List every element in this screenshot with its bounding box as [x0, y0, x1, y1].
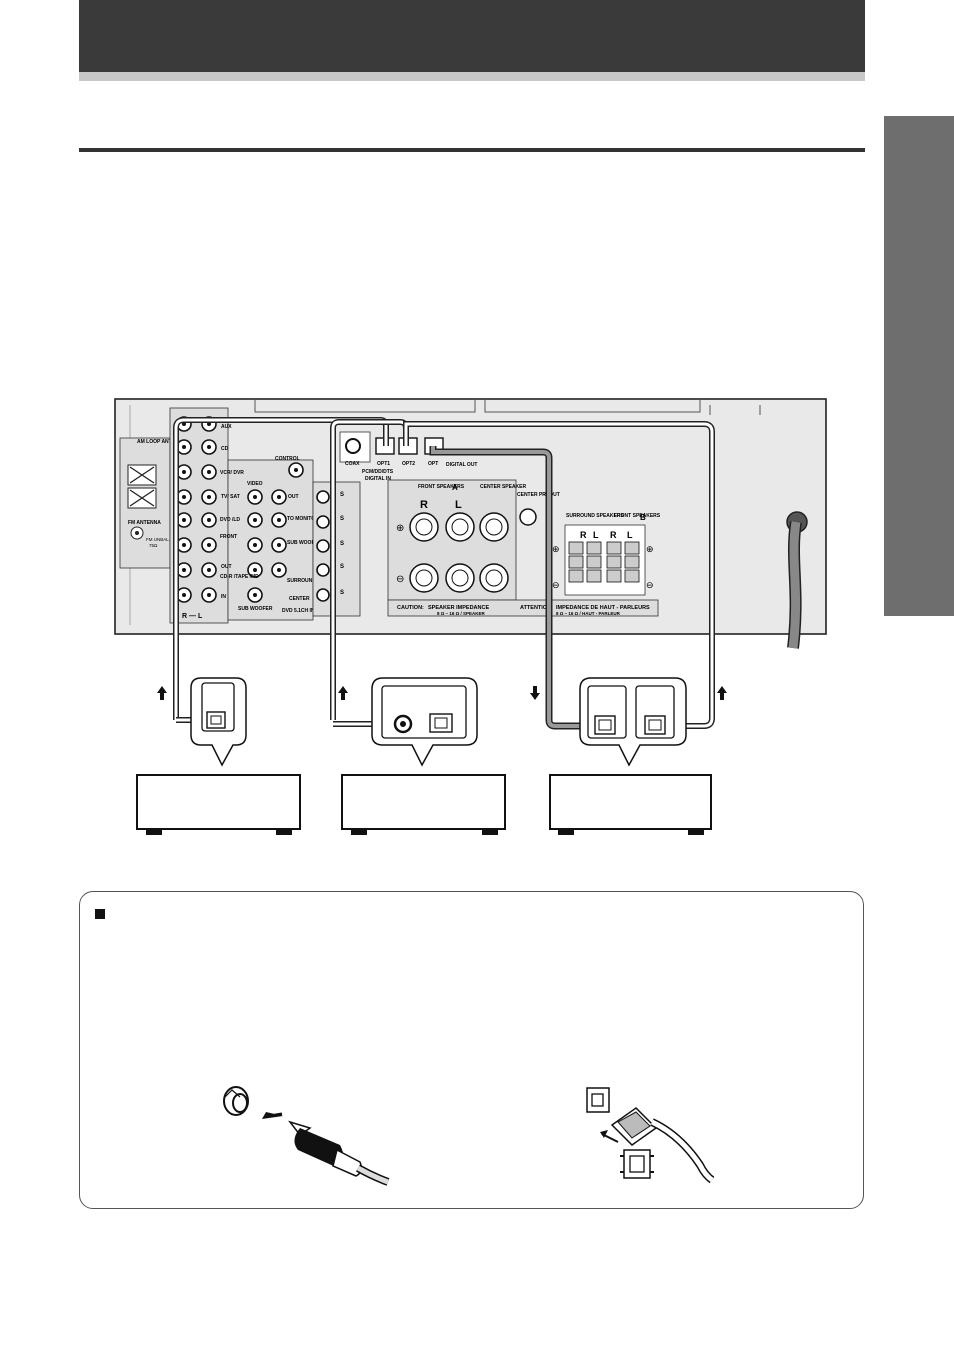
svg-text:⊕: ⊕ — [396, 523, 404, 534]
svideo-s-4: S — [340, 564, 344, 570]
control-label: CONTROL — [275, 456, 300, 462]
opt1-label: OPT1 — [377, 461, 390, 467]
digital-in-label: DIGITAL IN — [365, 476, 391, 482]
caution-label: CAUTION: — [397, 605, 424, 611]
attention-label: ATTENTION — [520, 605, 551, 611]
subwoofer-label: SUB WOOFER — [238, 606, 273, 612]
impedance-value-label: 8 Ω – 16 Ω / SPEAKER — [437, 611, 485, 616]
in-label: IN — [221, 594, 226, 600]
arrows — [157, 686, 727, 700]
svideo-s-1: S — [340, 492, 344, 498]
to-monitor-label: TO MONITOR TV — [287, 516, 327, 522]
svg-text:⊖: ⊖ — [552, 580, 560, 590]
plug-illustrations — [223, 1086, 715, 1186]
pcm-label: PCM/DD/DTS — [362, 469, 394, 475]
svg-text:⊖: ⊖ — [646, 580, 654, 590]
video-out-label: OUT — [288, 494, 299, 500]
connection-diagram: AM LOOP ANTENNA FM ANTENNA FM UNBAL. 75Ω — [114, 398, 827, 835]
section-rule — [79, 148, 865, 152]
center-preout-label: CENTER PREOUT — [517, 492, 560, 498]
receiver-back-panel: AM LOOP ANTENNA FM ANTENNA FM UNBAL. 75Ω — [114, 398, 827, 649]
center-label: CENTER — [289, 596, 310, 602]
center-speaker-label: CENTER SPEAKER — [480, 484, 527, 490]
fm-unbal-label: FM UNBAL. — [146, 537, 170, 542]
tvsat-label: TV/ SAT — [221, 494, 240, 500]
svideo-s-2: S — [340, 516, 344, 522]
note-bullet-icon — [95, 909, 105, 919]
front-a-label: A — [452, 483, 458, 492]
fm-ohm-label: 75Ω — [149, 543, 158, 548]
dvd51-label: DVD 5.1CH INPUT — [282, 608, 325, 614]
cd-label: CD — [221, 446, 229, 452]
svideo-s-3: S — [340, 541, 344, 547]
component-boxes — [136, 774, 712, 835]
front-b-label: B — [640, 513, 646, 522]
svg-text:⊕: ⊕ — [552, 544, 560, 554]
out-label: OUT — [221, 564, 232, 570]
digital-out-label: DIGITAL OUT — [446, 462, 477, 468]
svg-text:⊕: ⊕ — [646, 544, 654, 554]
front-r-label: R — [420, 499, 428, 511]
aux-label: AUX — [221, 424, 232, 430]
front-speakers-label: FRONT SPEAKERS — [418, 484, 465, 490]
note-box — [79, 891, 864, 1209]
front-label: FRONT — [220, 534, 237, 540]
cdr-label: CD-R /TAPE /MD — [220, 574, 259, 580]
speaker-impedance-label: SPEAKER IMPEDANCE — [428, 605, 489, 611]
svg-text:⊖: ⊖ — [396, 574, 404, 585]
header-shadow — [79, 72, 865, 81]
opt-label: OPT — [428, 461, 438, 467]
coaxial-plug-icon — [223, 1086, 390, 1186]
opt2-label: OPT2 — [402, 461, 415, 467]
svideo-s-5: S — [340, 590, 344, 596]
front-speakers-b-label: FRONT SPEAKERS — [614, 513, 661, 519]
side-tab — [884, 116, 954, 616]
dvd-label: DVD /LD — [220, 517, 240, 523]
coax-label: COAX — [345, 461, 360, 467]
header-bar — [79, 0, 865, 72]
impedance-fr-value-label: 8 Ω – 16 Ω / HAUT - PARLEUR — [556, 611, 621, 616]
am-loop-label: AM LOOP ANTENNA — [137, 439, 186, 445]
component-callouts — [190, 677, 687, 767]
rl-label: R — L — [182, 613, 203, 620]
surround-r-label: R — [580, 530, 587, 540]
video-label: VIDEO — [247, 481, 263, 487]
b-l-label: L — [627, 530, 633, 540]
front-l-label: L — [455, 499, 462, 511]
surround-label: SURROUND — [287, 578, 316, 584]
fm-antenna-label: FM ANTENNA — [128, 520, 161, 526]
surround-speakers-label: SURROUND SPEAKERS — [566, 513, 624, 519]
impedance-fr-label: IMPEDANCE DE HAUT - PARLEURS — [556, 605, 650, 611]
vcr-label: VCR/ DVR — [220, 470, 244, 476]
optical-plug-icon — [586, 1087, 715, 1184]
b-r-label: R — [610, 530, 617, 540]
surround-l-label: L — [593, 530, 599, 540]
